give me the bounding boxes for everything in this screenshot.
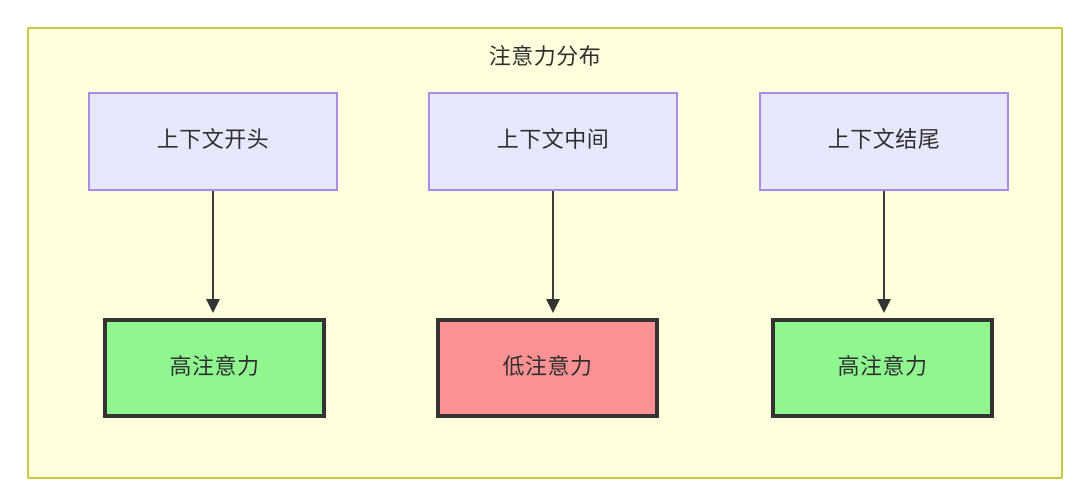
- node-context-start[interactable]: 上下文开头: [88, 92, 338, 191]
- node-context-end[interactable]: 上下文结尾: [759, 92, 1009, 191]
- subgraph-title: 注意力分布: [488, 45, 602, 70]
- node-low-attention-middle[interactable]: 低注意力: [436, 318, 659, 418]
- node-high-attention-end[interactable]: 高注意力: [771, 318, 994, 418]
- node-high-attention-start[interactable]: 高注意力: [103, 318, 326, 418]
- node-context-middle[interactable]: 上下文中间: [428, 92, 678, 191]
